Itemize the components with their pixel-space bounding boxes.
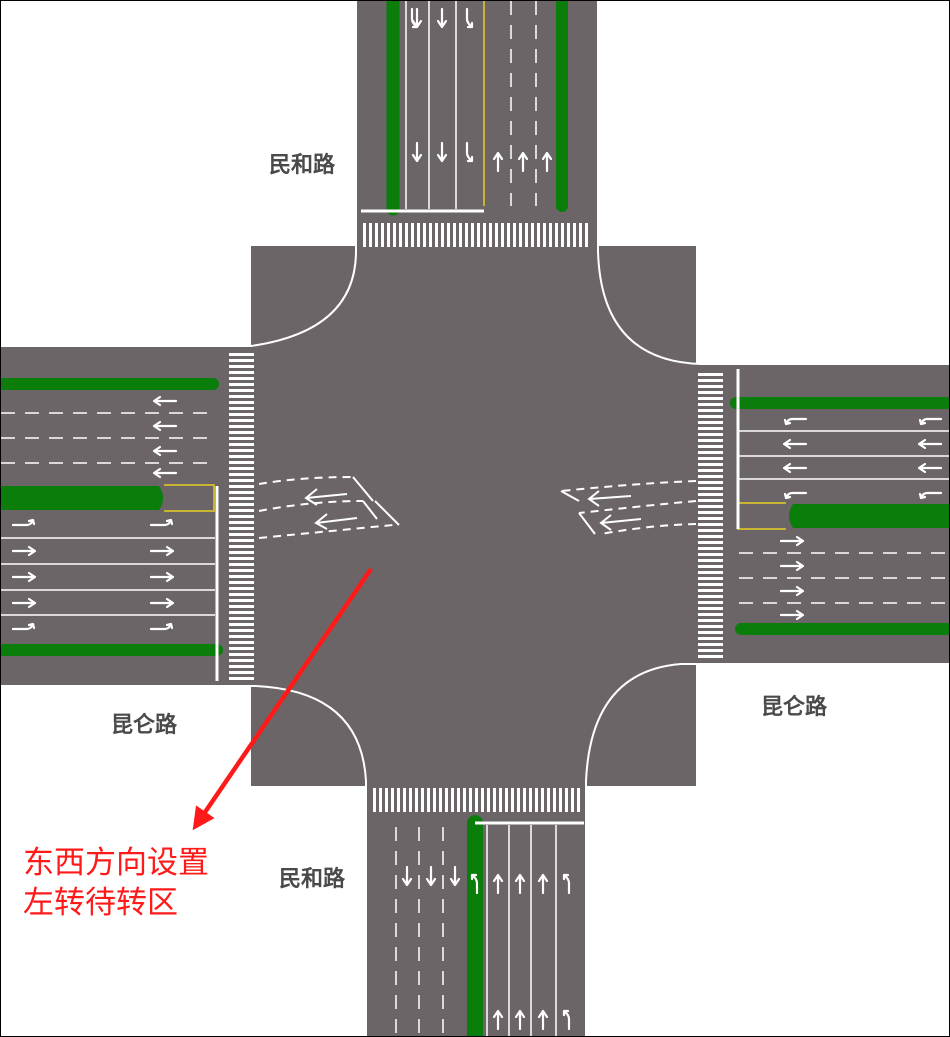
- road-label-north: 民和路: [269, 153, 336, 178]
- crosswalk-south: [373, 788, 580, 812]
- crosswalk-north: [363, 223, 588, 247]
- arrow-straight-icon: [917, 462, 943, 474]
- arrow-turn-icon: [11, 622, 36, 631]
- arrow-straight-icon: [11, 545, 37, 557]
- arrow-straight-icon: [449, 865, 461, 887]
- arrow-straight-icon: [517, 151, 529, 173]
- arrow-turn-icon: [149, 518, 174, 527]
- crosswalk-east: [698, 373, 723, 658]
- annotation-arrow: [192, 567, 373, 831]
- arrow-straight-icon: [779, 609, 805, 621]
- left-turn-waiting-area-west: [258, 476, 400, 539]
- arrow-straight-icon: [537, 1009, 549, 1031]
- arrow-straight-icon: [149, 571, 175, 583]
- road-label-south: 民和路: [279, 867, 346, 892]
- arrow-straight-icon: [11, 571, 37, 583]
- annotation-text: 东西方向设置 左转待转区: [23, 843, 209, 923]
- arrow-straight-icon: [11, 597, 37, 609]
- arrow-straight-icon: [401, 865, 413, 887]
- arrow-straight-icon: [782, 438, 808, 450]
- arrow-straight-icon: [152, 445, 178, 457]
- arrow-straight-icon: [782, 462, 808, 474]
- arrow-straight-icon: [779, 585, 805, 597]
- arrow-turn-icon: [465, 7, 474, 29]
- arrow-straight-icon: [779, 535, 805, 547]
- arrow-turn-icon: [562, 873, 571, 895]
- arrow-straight-icon: [436, 141, 448, 163]
- left-turn-waiting-area-east: [560, 480, 697, 535]
- arrow-straight-icon: [411, 141, 423, 163]
- arrow-straight-icon: [779, 560, 805, 572]
- lane-arrows: [11, 7, 943, 1031]
- arrow-straight-icon: [492, 1009, 504, 1031]
- corner-ne: [598, 246, 696, 364]
- arrow-straight-icon: [917, 438, 943, 450]
- arrow-turn-icon: [783, 417, 808, 426]
- arrow-straight-icon: [514, 1009, 526, 1031]
- arrow-turn-icon: [783, 491, 808, 500]
- arrow-turn-icon: [562, 1009, 571, 1031]
- arrow-straight-icon: [492, 151, 504, 173]
- arrow-straight-icon: [149, 597, 175, 609]
- corner-nw: [251, 246, 356, 351]
- arrow-turn-icon: [470, 873, 479, 895]
- arrow-turn-icon: [918, 491, 943, 500]
- arrow-straight-icon: [492, 873, 504, 895]
- annotation-line-1: 东西方向设置: [23, 845, 209, 881]
- stop-lines: [215, 209, 740, 825]
- arrow-straight-icon: [537, 873, 549, 895]
- arrow-straight-icon: [152, 467, 178, 479]
- corner-sw: [251, 686, 366, 786]
- arrow-turn-icon: [11, 518, 36, 527]
- arrow-turn-icon: [410, 7, 419, 29]
- arrow-straight-icon: [425, 865, 437, 887]
- median-west-nose: [151, 486, 163, 510]
- arrow-turn-icon: [465, 141, 474, 163]
- arrow-turn-icon: [918, 417, 943, 426]
- crosswalk-west: [229, 353, 254, 680]
- annotation-line-2: 左转待转区: [23, 885, 178, 921]
- road-label-west: 昆仑路: [111, 713, 178, 738]
- arrow-straight-icon: [152, 395, 178, 407]
- arrow-straight-icon: [514, 873, 526, 895]
- road-label-east: 昆仑路: [761, 695, 828, 720]
- arrow-straight-icon: [436, 7, 448, 29]
- median-east-nose: [789, 504, 801, 528]
- arrow-turn-icon: [149, 622, 174, 631]
- corner-se: [586, 664, 696, 786]
- arrow-straight-icon: [541, 151, 553, 173]
- arrow-straight-icon: [152, 420, 178, 432]
- arrow-straight-icon: [149, 545, 175, 557]
